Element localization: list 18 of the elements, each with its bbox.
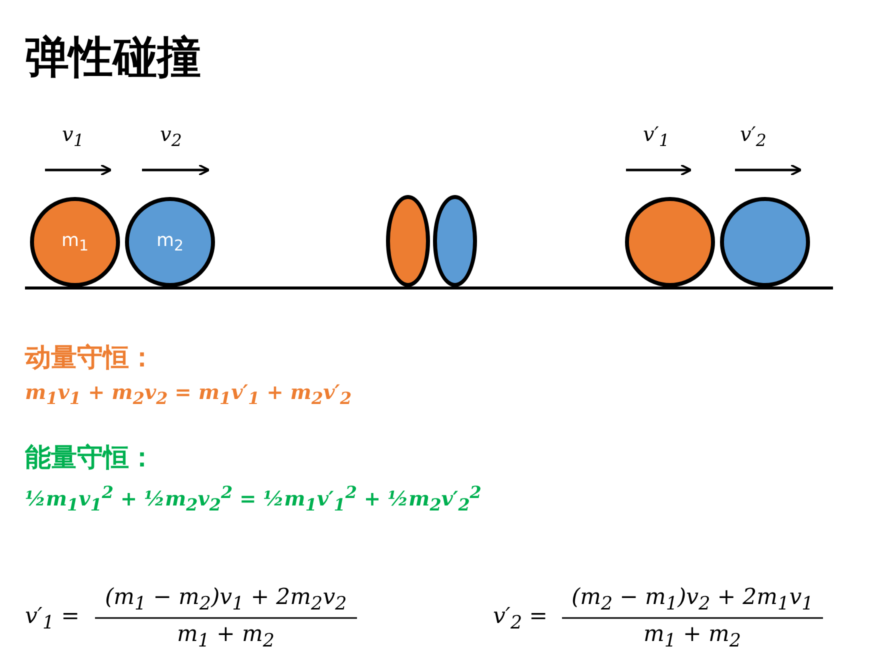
heading: 能量守恒： xyxy=(25,442,155,475)
velocity-label: v$_{2}$ xyxy=(160,122,182,150)
mass-label: m$_{1}$ xyxy=(61,230,89,254)
velocity-label: v′$_{1}$ xyxy=(643,122,670,150)
numerator: (m$_{2}$ − m$_{1}$)v$_{2}$ + 2m$_{1}$v$_{1}$ xyxy=(572,585,814,614)
squashed-ball xyxy=(433,195,477,287)
denominator: m$_{1}$ + m$_{2}$ xyxy=(644,622,741,652)
mass-label: m$_{2}$ xyxy=(156,230,184,254)
equation: v′$_{2}$ = xyxy=(493,604,548,634)
squashed-ball xyxy=(386,195,430,287)
velocity-label: v$_{1}$ xyxy=(62,122,84,150)
denominator: m$_{1}$ + m$_{2}$ xyxy=(177,622,274,652)
equation: v′$_{1}$ = xyxy=(25,604,80,634)
numerator: (m$_{1}$ − m$_{2}$)v$_{1}$ + 2m$_{2}$v$_{2}$ xyxy=(105,585,347,614)
heading: 动量守恒： xyxy=(25,342,155,375)
title: 弹性碰撞 xyxy=(25,31,201,85)
velocity-label: v′$_{2}$ xyxy=(740,122,766,150)
equation: m$_{1}$v$_{1}$ + m$_{2}$v$_{2}$ = m$_{1}$v′$_{1}$ + m$_{2}$v′$_{2}$ xyxy=(25,380,352,408)
